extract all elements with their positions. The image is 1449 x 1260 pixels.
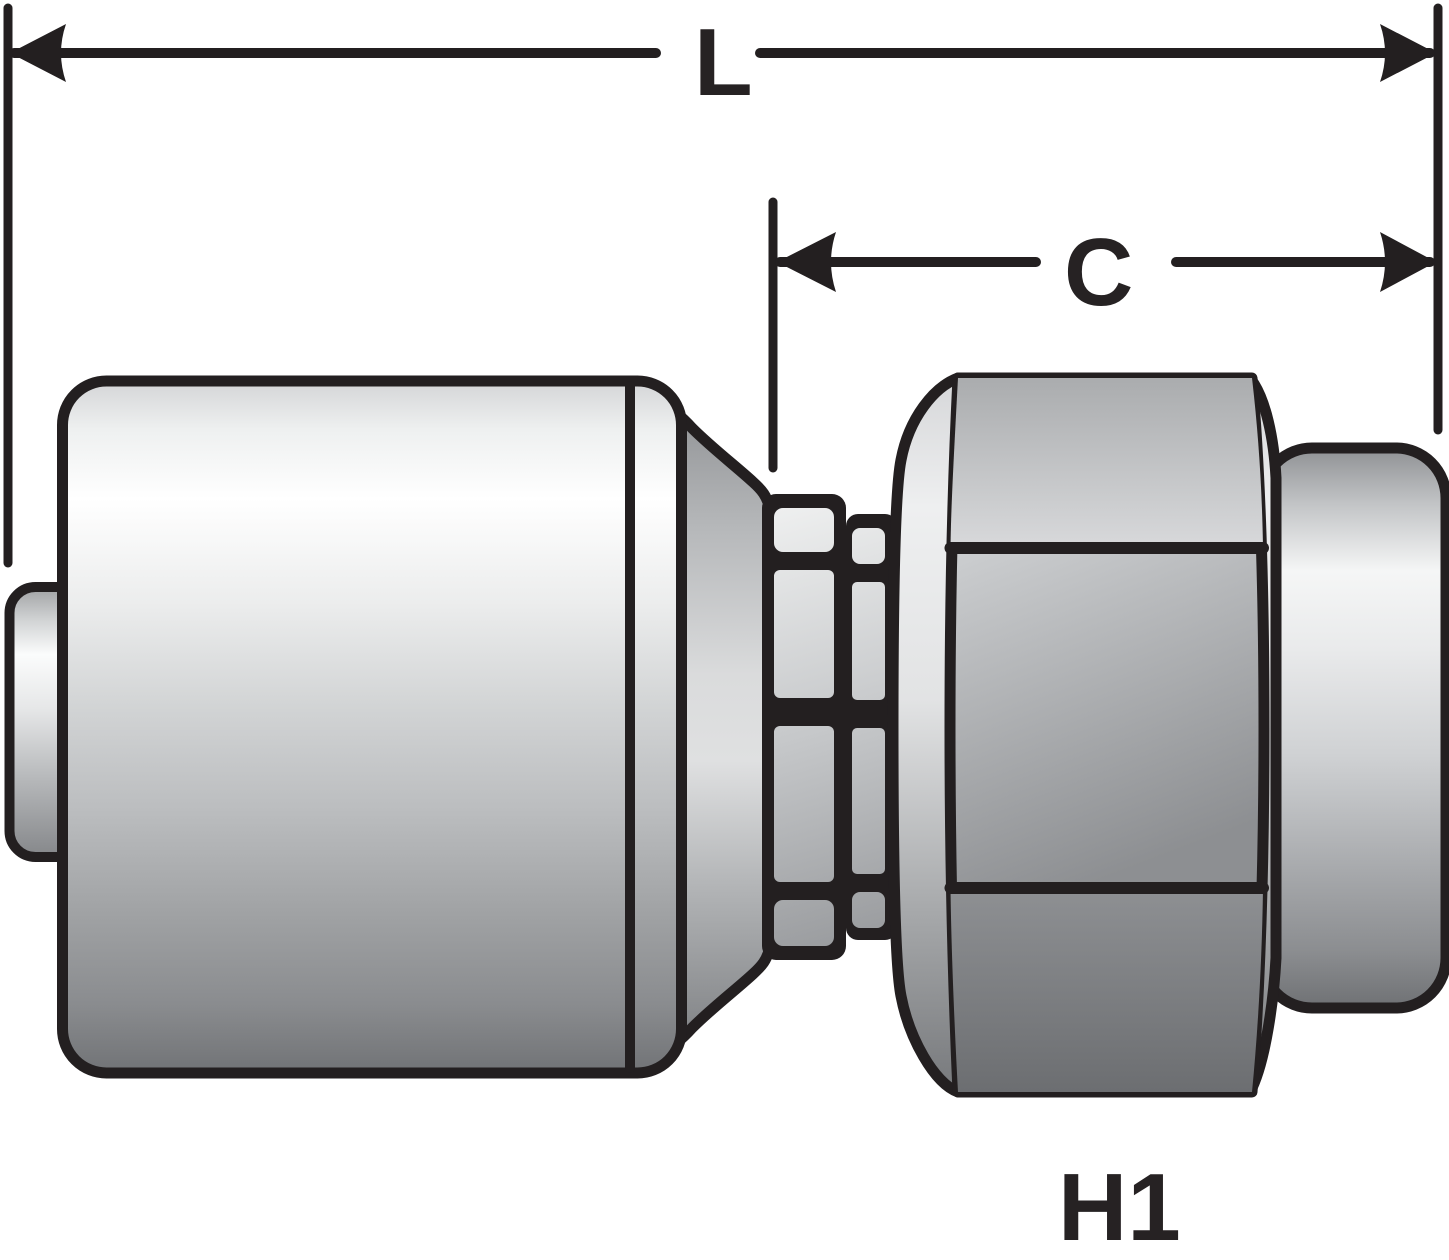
spline-rib	[852, 728, 885, 874]
spline-rib	[774, 508, 834, 552]
dimension-markings: L C H1	[3, 3, 1443, 1260]
spline-rib	[852, 582, 885, 700]
fitting-body	[4, 372, 1449, 1098]
dim-l-label: L	[694, 9, 753, 116]
dim-c-arrow-right	[1380, 232, 1436, 292]
spline-rib	[774, 900, 834, 946]
dimension-c: C	[775, 219, 1436, 326]
dim-c-label: C	[1064, 219, 1133, 326]
spline-rib	[774, 570, 834, 698]
dim-l-arrow-right	[1380, 24, 1436, 82]
nut-top-facet	[950, 378, 1263, 548]
dimension-l: L	[9, 9, 1436, 116]
male-end-cylinder	[1256, 442, 1449, 1014]
part-label-h1: H1	[1058, 1154, 1181, 1260]
nut-bottom-facet	[950, 888, 1263, 1092]
spline-rib	[774, 726, 834, 882]
ferrule-shell	[57, 375, 687, 1079]
spline-section	[762, 494, 897, 960]
spline-rib	[852, 528, 885, 564]
dim-l-arrow-left	[10, 24, 66, 82]
swivel-nut	[887, 372, 1282, 1098]
spline-rib	[852, 892, 885, 928]
dim-c-arrow-left	[777, 232, 836, 292]
